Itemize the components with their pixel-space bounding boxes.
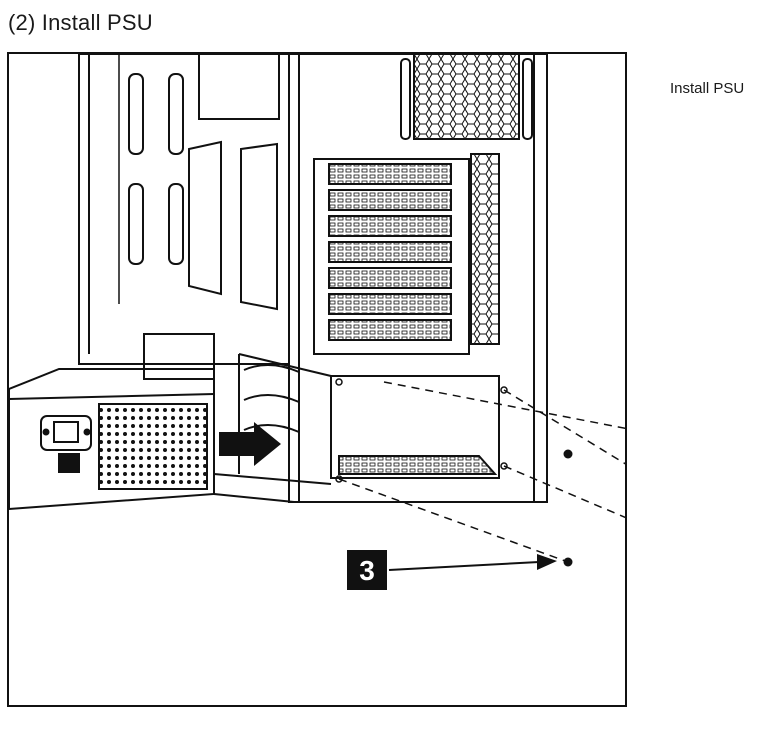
alignment-lines	[338, 381, 625, 563]
pci-slot-covers	[313, 153, 500, 355]
callout-number: 3	[359, 555, 375, 586]
callout-arrowhead	[537, 554, 557, 570]
installation-figure: 3	[7, 52, 627, 707]
top-vent	[413, 54, 520, 140]
side-caption: Install PSU	[670, 80, 745, 97]
psu-installation-illustration: 3	[9, 54, 625, 590]
step-callout: 3	[347, 550, 557, 590]
step-title: (2) Install PSU	[8, 10, 153, 35]
psu-unit	[9, 368, 215, 511]
case-rear-frame	[78, 54, 548, 503]
callout-badge	[347, 550, 387, 590]
psu-opening	[143, 333, 500, 503]
direction-arrow-icon	[219, 422, 281, 466]
